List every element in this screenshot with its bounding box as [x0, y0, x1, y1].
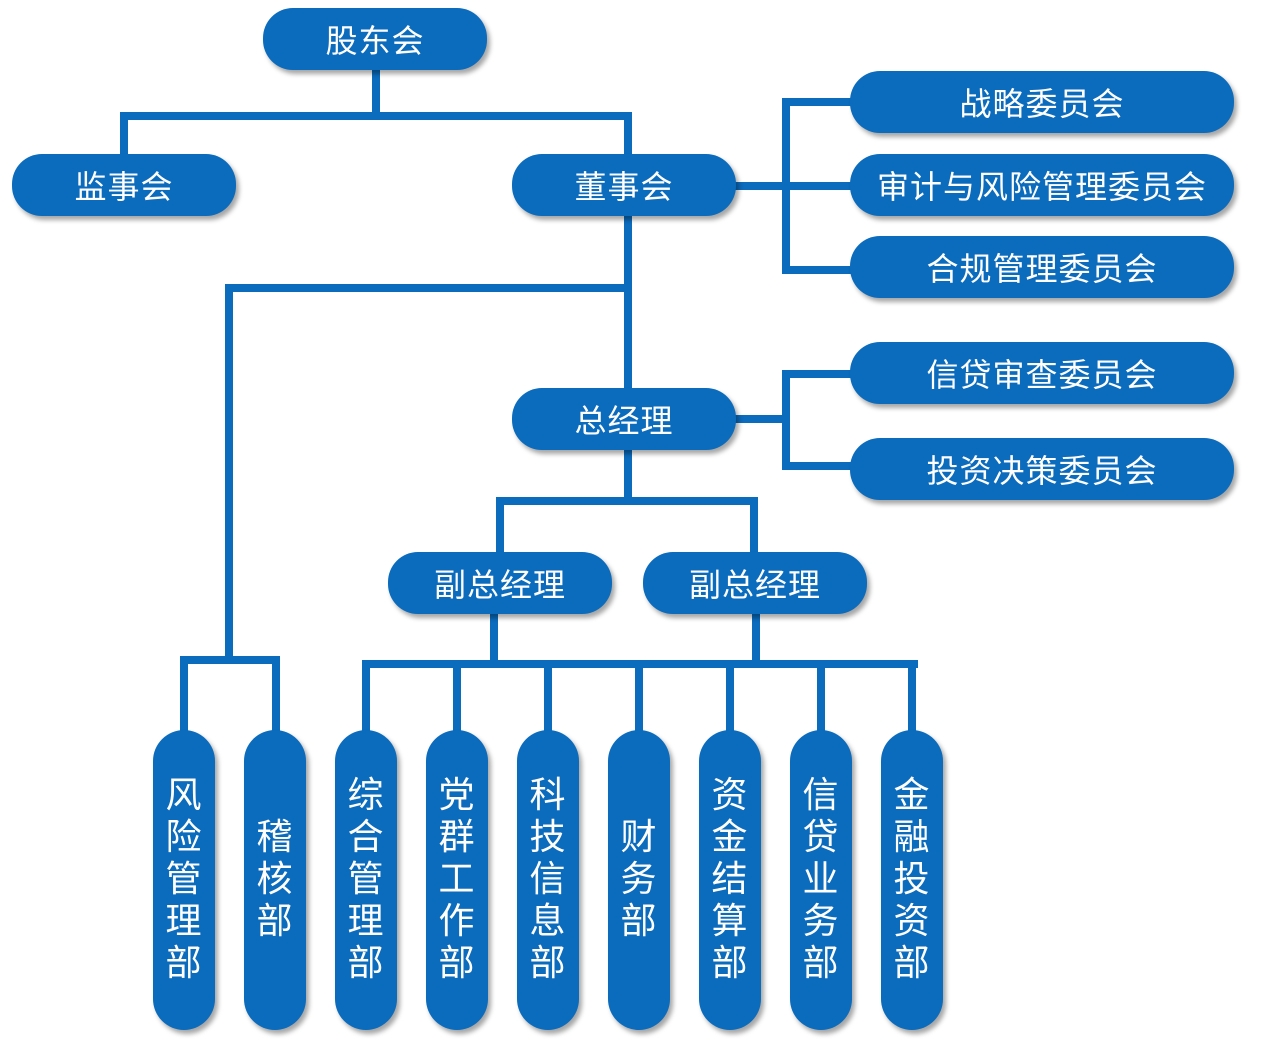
department-label: 财务部	[620, 817, 658, 942]
node-credit-review-committee: 信贷审查委员会	[850, 342, 1234, 404]
connector-line	[362, 660, 370, 734]
department-node: 稽核部	[244, 730, 306, 1030]
node-strategy-committee: 战略委员会	[850, 71, 1234, 133]
node-board-of-directors: 董事会	[512, 154, 736, 216]
connector-line	[544, 660, 552, 734]
node-deputy-gm-2: 副总经理	[643, 552, 867, 614]
connector-line	[782, 98, 854, 106]
department-label: 党群工作部	[438, 775, 476, 984]
connector-line	[624, 448, 632, 502]
connector-line	[782, 462, 854, 470]
department-label: 资金结算部	[711, 775, 749, 984]
connector-line	[752, 612, 760, 664]
connector-line	[734, 415, 786, 423]
connector-line	[782, 370, 790, 470]
connector-line	[624, 214, 632, 390]
connector-line	[817, 660, 825, 734]
connector-line	[496, 497, 504, 555]
connector-line	[225, 284, 632, 292]
connector-line	[180, 656, 188, 734]
connector-line	[726, 660, 734, 734]
node-investment-committee: 投资决策委员会	[850, 438, 1234, 500]
connector-line	[272, 656, 280, 734]
department-node: 风险管理部	[153, 730, 215, 1030]
connector-line	[496, 497, 758, 505]
department-label: 科技信息部	[529, 775, 567, 984]
department-node: 党群工作部	[426, 730, 488, 1030]
connector-line	[453, 660, 461, 734]
connector-line	[120, 112, 632, 120]
node-general-manager: 总经理	[512, 388, 736, 450]
connector-line	[908, 660, 916, 734]
connector-line	[120, 112, 128, 156]
department-node: 资金结算部	[699, 730, 761, 1030]
connector-line	[372, 70, 380, 118]
department-node: 财务部	[608, 730, 670, 1030]
department-node: 信贷业务部	[790, 730, 852, 1030]
node-supervisory-board: 监事会	[12, 154, 236, 216]
department-label: 信贷业务部	[802, 775, 840, 984]
connector-line	[750, 497, 758, 555]
connector-line	[782, 370, 854, 378]
department-label: 综合管理部	[347, 775, 385, 984]
department-label: 金融投资部	[893, 775, 931, 984]
connector-line	[782, 266, 854, 274]
node-shareholders: 股东会	[263, 8, 487, 70]
department-label: 稽核部	[256, 817, 294, 942]
department-node: 综合管理部	[335, 730, 397, 1030]
connector-line	[490, 612, 498, 664]
connector-line	[225, 284, 233, 660]
connector-line	[734, 182, 786, 190]
department-node: 金融投资部	[881, 730, 943, 1030]
node-deputy-gm-1: 副总经理	[388, 552, 612, 614]
department-node: 科技信息部	[517, 730, 579, 1030]
node-audit-risk-committee: 审计与风险管理委员会	[850, 154, 1234, 216]
connector-line	[624, 112, 632, 156]
connector-line	[782, 182, 854, 190]
node-compliance-committee: 合规管理委员会	[850, 236, 1234, 298]
connector-line	[635, 660, 643, 734]
connector-line	[180, 656, 280, 664]
department-label: 风险管理部	[165, 775, 203, 984]
